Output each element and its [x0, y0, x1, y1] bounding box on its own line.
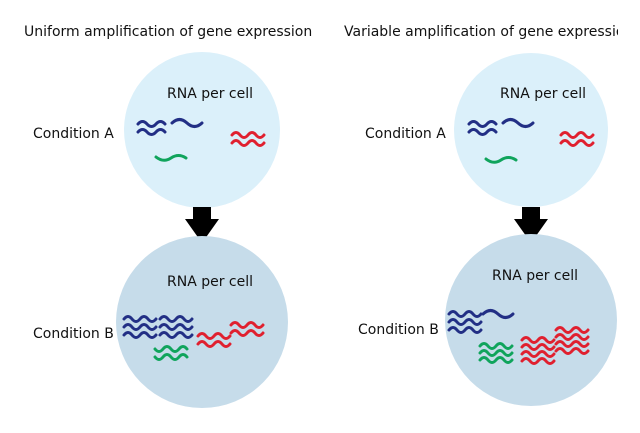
rna-transcript-blue [122, 315, 158, 323]
rna-transcripts-condition-b [447, 309, 590, 365]
rna-transcript-blue [481, 309, 515, 319]
rna-transcript-blue [136, 120, 167, 128]
cell-condition-a [124, 52, 280, 208]
rna-transcript-green [484, 156, 518, 164]
rna-transcript-blue [136, 128, 167, 136]
rna-transcript-green [478, 349, 514, 357]
rna-transcript-red [520, 357, 556, 365]
rna-transcript-red [559, 131, 595, 139]
rna-transcript-blue [122, 323, 158, 331]
rna-transcript-red [520, 336, 556, 344]
rna-transcript-blue [467, 128, 498, 136]
condition-a-label: Condition A [33, 126, 114, 142]
rna-transcripts-condition-a [136, 118, 266, 162]
panel-title: Variable amplification of gene expressio… [344, 24, 633, 40]
rna-transcript-blue [447, 326, 483, 334]
rna-transcript-blue [158, 315, 194, 323]
rna-transcript-red [554, 340, 590, 348]
rna-transcript-red [554, 347, 590, 355]
panel-uniform: Uniform amplification of gene expression… [24, 24, 312, 408]
cell-condition-b [445, 234, 617, 406]
rna-transcript-red [230, 131, 266, 139]
down-arrow-icon [514, 207, 548, 243]
rna-transcript-red [229, 321, 265, 329]
rna-transcript-red [520, 350, 556, 358]
down-arrow-icon [185, 207, 219, 243]
rna-transcript-red [554, 326, 590, 334]
rna-transcripts-condition-b [122, 315, 265, 361]
rna-transcript-green [478, 342, 514, 350]
rna-transcript-red [554, 333, 590, 341]
rna-transcript-blue [467, 120, 498, 128]
rna-transcript-red [196, 340, 232, 348]
rna-transcript-blue [447, 318, 483, 326]
cell-label: RNA per cell [500, 86, 586, 102]
cell-label: RNA per cell [167, 86, 253, 102]
rna-transcript-blue [447, 310, 483, 318]
rna-transcript-blue [158, 331, 194, 339]
condition-b-label: Condition B [358, 322, 439, 338]
rna-transcript-red [229, 329, 265, 337]
rna-transcripts-condition-a [467, 118, 595, 164]
rna-transcript-red [230, 139, 266, 147]
cell-label: RNA per cell [167, 274, 253, 290]
panel-title: Uniform amplification of gene expression [24, 24, 312, 40]
rna-transcript-green [478, 356, 514, 364]
cell-label: RNA per cell [492, 268, 578, 284]
rna-transcript-green [153, 345, 189, 353]
rna-transcript-red [520, 343, 556, 351]
cell-condition-b [116, 236, 288, 408]
rna-transcript-green [154, 154, 188, 162]
rna-transcript-red [559, 139, 595, 147]
rna-transcript-blue [501, 118, 535, 128]
rna-transcript-green [153, 353, 189, 361]
condition-b-label: Condition B [33, 326, 114, 342]
condition-a-label: Condition A [365, 126, 446, 142]
cell-condition-a [454, 53, 608, 207]
rna-transcript-red [196, 332, 232, 340]
panel-variable: Variable amplification of gene expressio… [344, 24, 633, 406]
rna-transcript-blue [158, 323, 194, 331]
rna-transcript-blue [170, 118, 204, 128]
rna-transcript-blue [122, 331, 158, 339]
